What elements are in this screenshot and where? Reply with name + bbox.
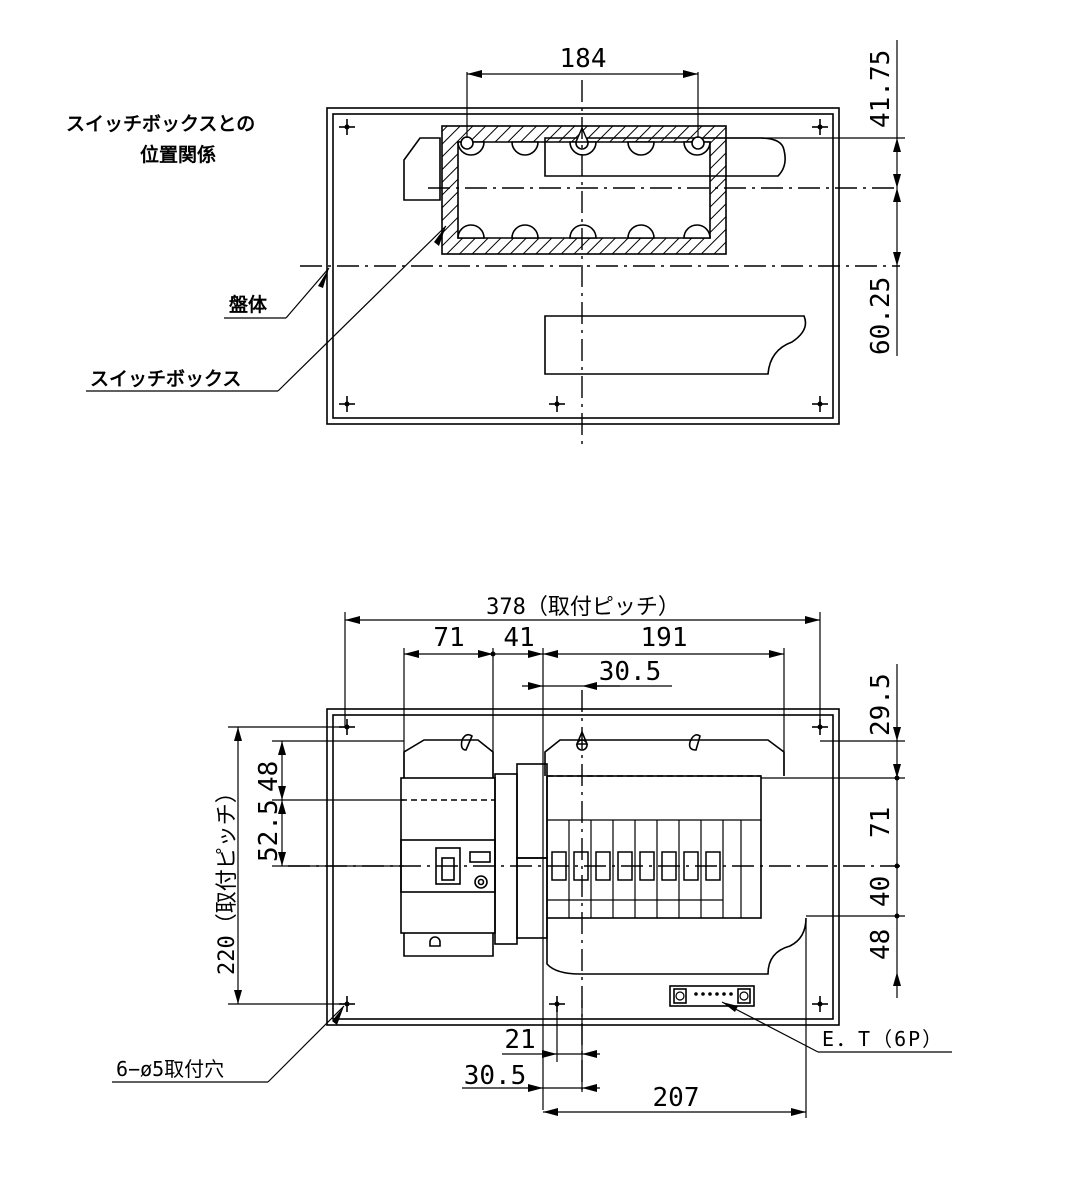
dim-378: 378（取付ピッチ）: [486, 595, 680, 620]
dim-29-5: 29.5: [866, 673, 896, 736]
label-mount-holes: 6−ø5取付穴: [116, 1057, 224, 1081]
mount-hole-icon: [339, 396, 355, 412]
dim-220: 220（取付ピッチ）: [215, 781, 240, 975]
dim-184: 184: [560, 44, 607, 74]
dim-71-right: 71: [866, 807, 896, 838]
dim-41: 41: [503, 623, 534, 653]
dim-30-5-bottom: 30.5: [464, 1061, 527, 1091]
dim-207: 207: [653, 1083, 700, 1113]
earth-terminal: [669, 985, 755, 1007]
dim-30-5-top: 30.5: [599, 657, 662, 687]
mount-hole-icon: [812, 996, 828, 1012]
label-earth-terminal: E．T（6P）: [822, 1027, 944, 1051]
top-view: 184 41.75 60.25 スイッチボックスとの 位置関係 盤体 スイッチボ…: [66, 40, 905, 448]
mount-hole-icon: [339, 119, 355, 135]
dim-191: 191: [641, 623, 688, 653]
switch-box: [441, 125, 727, 255]
dim-48-left: 48: [254, 761, 284, 792]
front-view: 378（取付ピッチ） 71 41 191 30.5 29.5: [112, 595, 952, 1118]
branch-unit: [544, 729, 807, 1007]
dim-48-right: 48: [866, 929, 896, 960]
dim-40: 40: [866, 876, 896, 907]
left-cutout: [403, 137, 441, 201]
lower-cutout: [544, 315, 807, 375]
mount-hole-icon: [812, 396, 828, 412]
dim-41-75: 41.75: [866, 50, 896, 128]
mount-hole-icon: [812, 119, 828, 135]
label-switchbox: スイッチボックス: [90, 368, 241, 390]
dim-21: 21: [504, 1025, 535, 1055]
top-view-title-line2: 位置関係: [140, 143, 216, 166]
top-view-title-line1: スイッチボックスとの: [66, 113, 255, 135]
dim-52-5: 52.5: [254, 799, 284, 862]
main-breaker: [400, 733, 548, 957]
panel-outline: [326, 708, 840, 1026]
dim-71-top: 71: [433, 623, 464, 653]
label-panel: 盤体: [229, 293, 268, 316]
dim-60-25: 60.25: [866, 277, 896, 355]
mount-hole-icon: [549, 396, 565, 412]
